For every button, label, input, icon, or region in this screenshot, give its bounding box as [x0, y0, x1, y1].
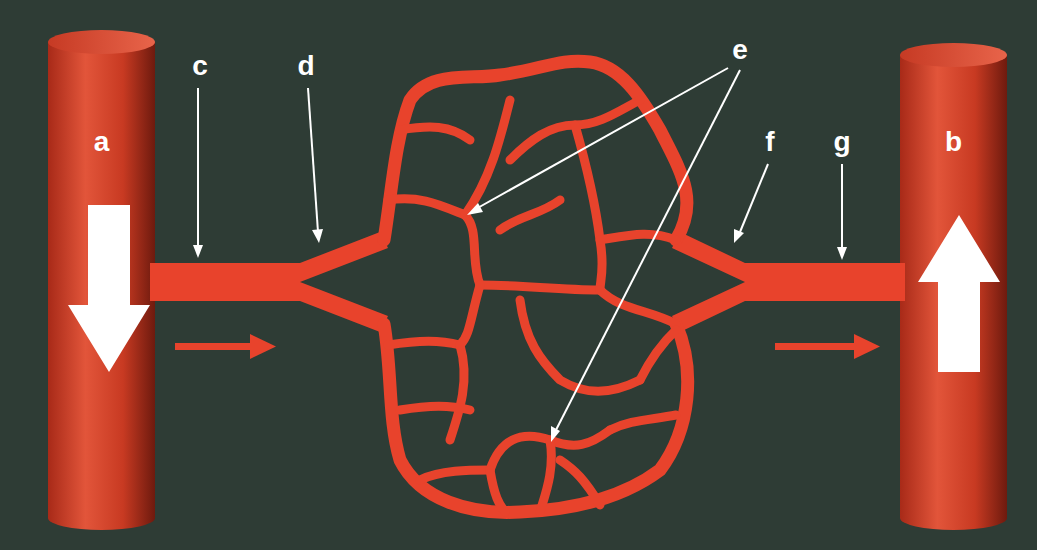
callout-letter: c — [192, 52, 208, 80]
vessel-letter: b — [945, 128, 962, 156]
artery-top — [48, 30, 155, 54]
callout-letter: g — [833, 128, 850, 156]
leader-line — [193, 68, 847, 442]
vessel-network — [150, 61, 905, 512]
artery-cylinder — [48, 42, 155, 518]
callout-letter: f — [765, 128, 774, 156]
artery-bottom — [48, 506, 155, 530]
flow-arrow — [175, 334, 880, 359]
flow-arrow — [918, 215, 1000, 372]
vein-bottom — [900, 506, 1007, 530]
vessel-node: a — [48, 112, 155, 172]
vessel-letter: a — [94, 128, 110, 156]
vein-cylinder — [900, 55, 1007, 518]
callout-letter: e — [732, 36, 748, 64]
flow-arrow — [68, 205, 150, 372]
vessel-node: b — [900, 112, 1007, 172]
vein-top — [900, 43, 1007, 67]
callout-letter: d — [297, 52, 314, 80]
